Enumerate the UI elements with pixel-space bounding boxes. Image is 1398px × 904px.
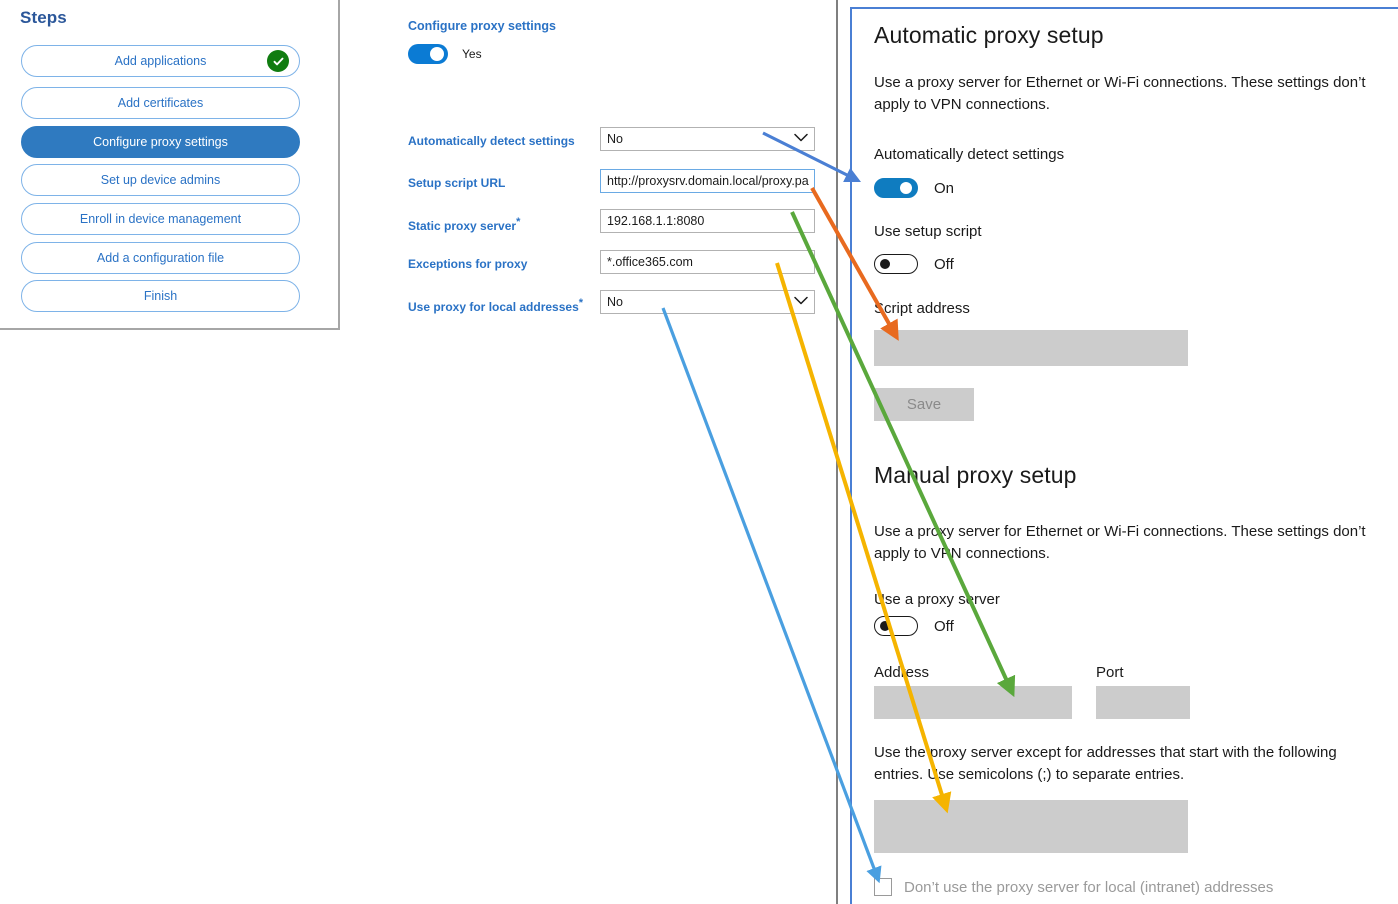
configure-proxy-toggle[interactable]	[408, 44, 448, 64]
toggle-knob	[900, 182, 912, 194]
auto-detect-settings-state: On	[934, 179, 955, 197]
panel-divider	[836, 0, 838, 904]
step-label: Finish	[143, 289, 178, 303]
use-a-proxy-server-label: Use a proxy server	[874, 591, 1000, 608]
exceptions-description: Use the proxy server except for addresse…	[874, 744, 1337, 783]
port-input[interactable]	[1096, 686, 1190, 719]
required-marker: *	[516, 216, 521, 228]
step-label: Add certificates	[117, 96, 204, 110]
steps-panel-title: Steps	[20, 8, 67, 27]
windows-proxy-settings: Automatic proxy setup Use a proxy server…	[874, 0, 1374, 904]
address-input[interactable]	[874, 686, 1072, 719]
manual-proxy-setup-heading: Manual proxy setup	[874, 462, 1077, 488]
label-automatically-detect-settings: Automatically detect settings	[408, 134, 575, 148]
use-setup-script-state: Off	[934, 255, 954, 273]
automatic-proxy-setup-heading: Automatic proxy setup	[874, 22, 1104, 48]
bypass-local-addresses-row: Don’t use the proxy server for local (in…	[874, 878, 1273, 896]
use-a-proxy-server-state: Off	[934, 617, 954, 635]
toggle-knob	[880, 621, 890, 631]
input-value: 192.168.1.1:8080	[607, 214, 705, 228]
step-item-add-applications[interactable]: Add applications	[21, 45, 300, 77]
bypass-local-addresses-label: Don’t use the proxy server for local (in…	[904, 878, 1274, 896]
label-setup-script-url: Setup script URL	[408, 176, 505, 190]
chevron-down-icon	[794, 133, 808, 145]
use-setup-script-label: Use setup script	[874, 223, 982, 240]
form-title: Configure proxy settings	[408, 19, 556, 33]
label-text: Automatically detect settings	[408, 134, 575, 148]
select-value: No	[607, 132, 623, 146]
bypass-local-addresses-checkbox[interactable]	[874, 878, 892, 896]
label-text: Use proxy for local addresses	[408, 300, 579, 314]
step-item-set-up-device-admins[interactable]: Set up device admins	[21, 164, 300, 196]
select-use-proxy-for-local-addresses[interactable]: No	[600, 290, 815, 314]
steps-panel: Steps Add applications Add certificates …	[0, 0, 340, 330]
save-button[interactable]: Save	[874, 388, 974, 421]
toggle-knob	[430, 47, 444, 61]
label-text: Static proxy server	[408, 219, 517, 233]
use-setup-script-toggle-row: Off	[874, 254, 954, 274]
step-label: Set up device admins	[100, 173, 221, 187]
step-label: Enroll in device management	[79, 212, 242, 226]
step-label: Add applications	[114, 54, 207, 68]
step-item-add-certificates[interactable]: Add certificates	[21, 87, 300, 119]
step-item-finish[interactable]: Finish	[21, 280, 300, 312]
configure-proxy-toggle-row: Yes	[408, 44, 482, 64]
use-a-proxy-server-toggle[interactable]	[874, 616, 918, 636]
step-item-add-a-configuration-file[interactable]: Add a configuration file	[21, 242, 300, 274]
select-value: No	[607, 295, 623, 309]
auto-detect-settings-toggle[interactable]	[874, 178, 918, 198]
toggle-knob	[880, 259, 890, 269]
step-item-enroll-in-device-management[interactable]: Enroll in device management	[21, 203, 300, 235]
select-automatically-detect-settings[interactable]: No	[600, 127, 815, 151]
input-value: *.office365.com	[607, 255, 693, 269]
chevron-down-icon	[794, 296, 808, 308]
input-setup-script-url[interactable]: http://proxysrv.domain.local/proxy.pa	[600, 169, 815, 193]
script-address-label: Script address	[874, 300, 970, 317]
label-text: Exceptions for proxy	[408, 257, 528, 271]
check-circle-icon	[267, 50, 289, 72]
step-label: Configure proxy settings	[93, 135, 228, 149]
input-static-proxy-server[interactable]: 192.168.1.1:8080	[600, 209, 815, 233]
proxy-config-form: Configure proxy settings Yes Automatical…	[395, 0, 835, 904]
address-label: Address	[874, 664, 930, 681]
script-address-input[interactable]	[874, 330, 1188, 366]
auto-detect-settings-label: Automatically detect settings	[874, 146, 1065, 163]
step-label: Add a configuration file	[96, 251, 225, 265]
input-exceptions-for-proxy[interactable]: *.office365.com	[600, 250, 815, 274]
label-static-proxy-server: Static proxy server*	[408, 216, 520, 233]
required-marker: *	[578, 297, 584, 309]
label-text: Setup script URL	[408, 176, 506, 190]
auto-detect-settings-toggle-row: On	[874, 178, 954, 198]
automatic-proxy-setup-description: Use a proxy server for Ethernet or Wi-Fi…	[874, 74, 1366, 113]
label-exceptions-for-proxy: Exceptions for proxy	[408, 257, 527, 271]
exceptions-input[interactable]	[874, 800, 1188, 853]
use-setup-script-toggle[interactable]	[874, 254, 918, 274]
label-use-proxy-for-local-addresses: Use proxy for local addresses*	[408, 297, 583, 314]
step-item-configure-proxy-settings[interactable]: Configure proxy settings	[21, 126, 300, 158]
use-a-proxy-server-toggle-row: Off	[874, 616, 954, 636]
input-value: http://proxysrv.domain.local/proxy.pa	[607, 174, 809, 188]
port-label: Port	[1096, 664, 1124, 681]
configure-proxy-toggle-label: Yes	[462, 47, 482, 61]
manual-proxy-setup-description: Use a proxy server for Ethernet or Wi-Fi…	[874, 523, 1366, 562]
